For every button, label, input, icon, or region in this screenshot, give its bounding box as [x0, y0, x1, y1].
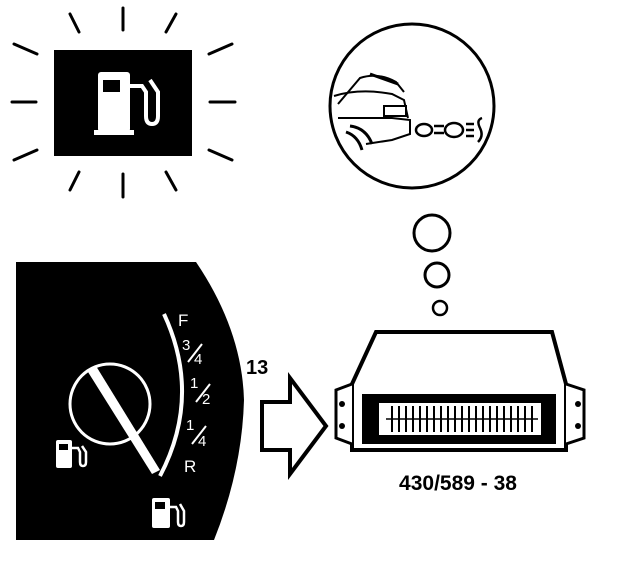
module-flange-right — [565, 382, 586, 446]
fuel-gauge: F 3 4 1 2 1 4 R — [16, 262, 244, 540]
signal-arrow: 13 — [246, 357, 329, 480]
gauge-needle — [88, 366, 160, 474]
gauge-hub — [68, 362, 152, 446]
svg-text:2: 2 — [202, 391, 210, 408]
fuel-warning-lamp — [10, 6, 237, 199]
gauge-mark-quarter: 1 4 — [186, 417, 207, 450]
gauge-mark-three-quarters: 3 4 — [182, 337, 203, 368]
gauge-mark-full: F — [178, 311, 188, 330]
svg-text:3: 3 — [182, 337, 190, 354]
svg-text:4: 4 — [194, 351, 202, 368]
gauge-panel — [16, 262, 244, 540]
exhaust-smoke-icon — [414, 116, 483, 143]
bubble-small-1 — [412, 213, 452, 253]
module-flange-left — [334, 382, 353, 446]
fuel-pump-icon — [152, 498, 186, 528]
fuel-pump-icon — [56, 440, 88, 468]
part-number-label: 430/589 - 38 — [399, 472, 517, 495]
svg-text:4: 4 — [198, 433, 206, 450]
arrow-label: 13 — [246, 357, 268, 379]
svg-text:1: 1 — [190, 375, 198, 392]
svg-text:1: 1 — [186, 417, 194, 434]
bubble-small-3 — [431, 299, 449, 317]
gauge-scale-arc — [158, 313, 184, 477]
fuel-pump-icon — [94, 72, 160, 135]
control-module — [334, 330, 586, 452]
thought-bubble — [328, 22, 496, 317]
gauge-mark-reserve: R — [184, 457, 196, 476]
car-rear-illustration — [333, 72, 411, 151]
connector-pins — [386, 406, 538, 432]
bubble-small-2 — [423, 261, 451, 289]
gauge-mark-half: 1 2 — [190, 375, 211, 408]
light-rays — [10, 6, 237, 199]
bubble-main — [328, 22, 496, 190]
